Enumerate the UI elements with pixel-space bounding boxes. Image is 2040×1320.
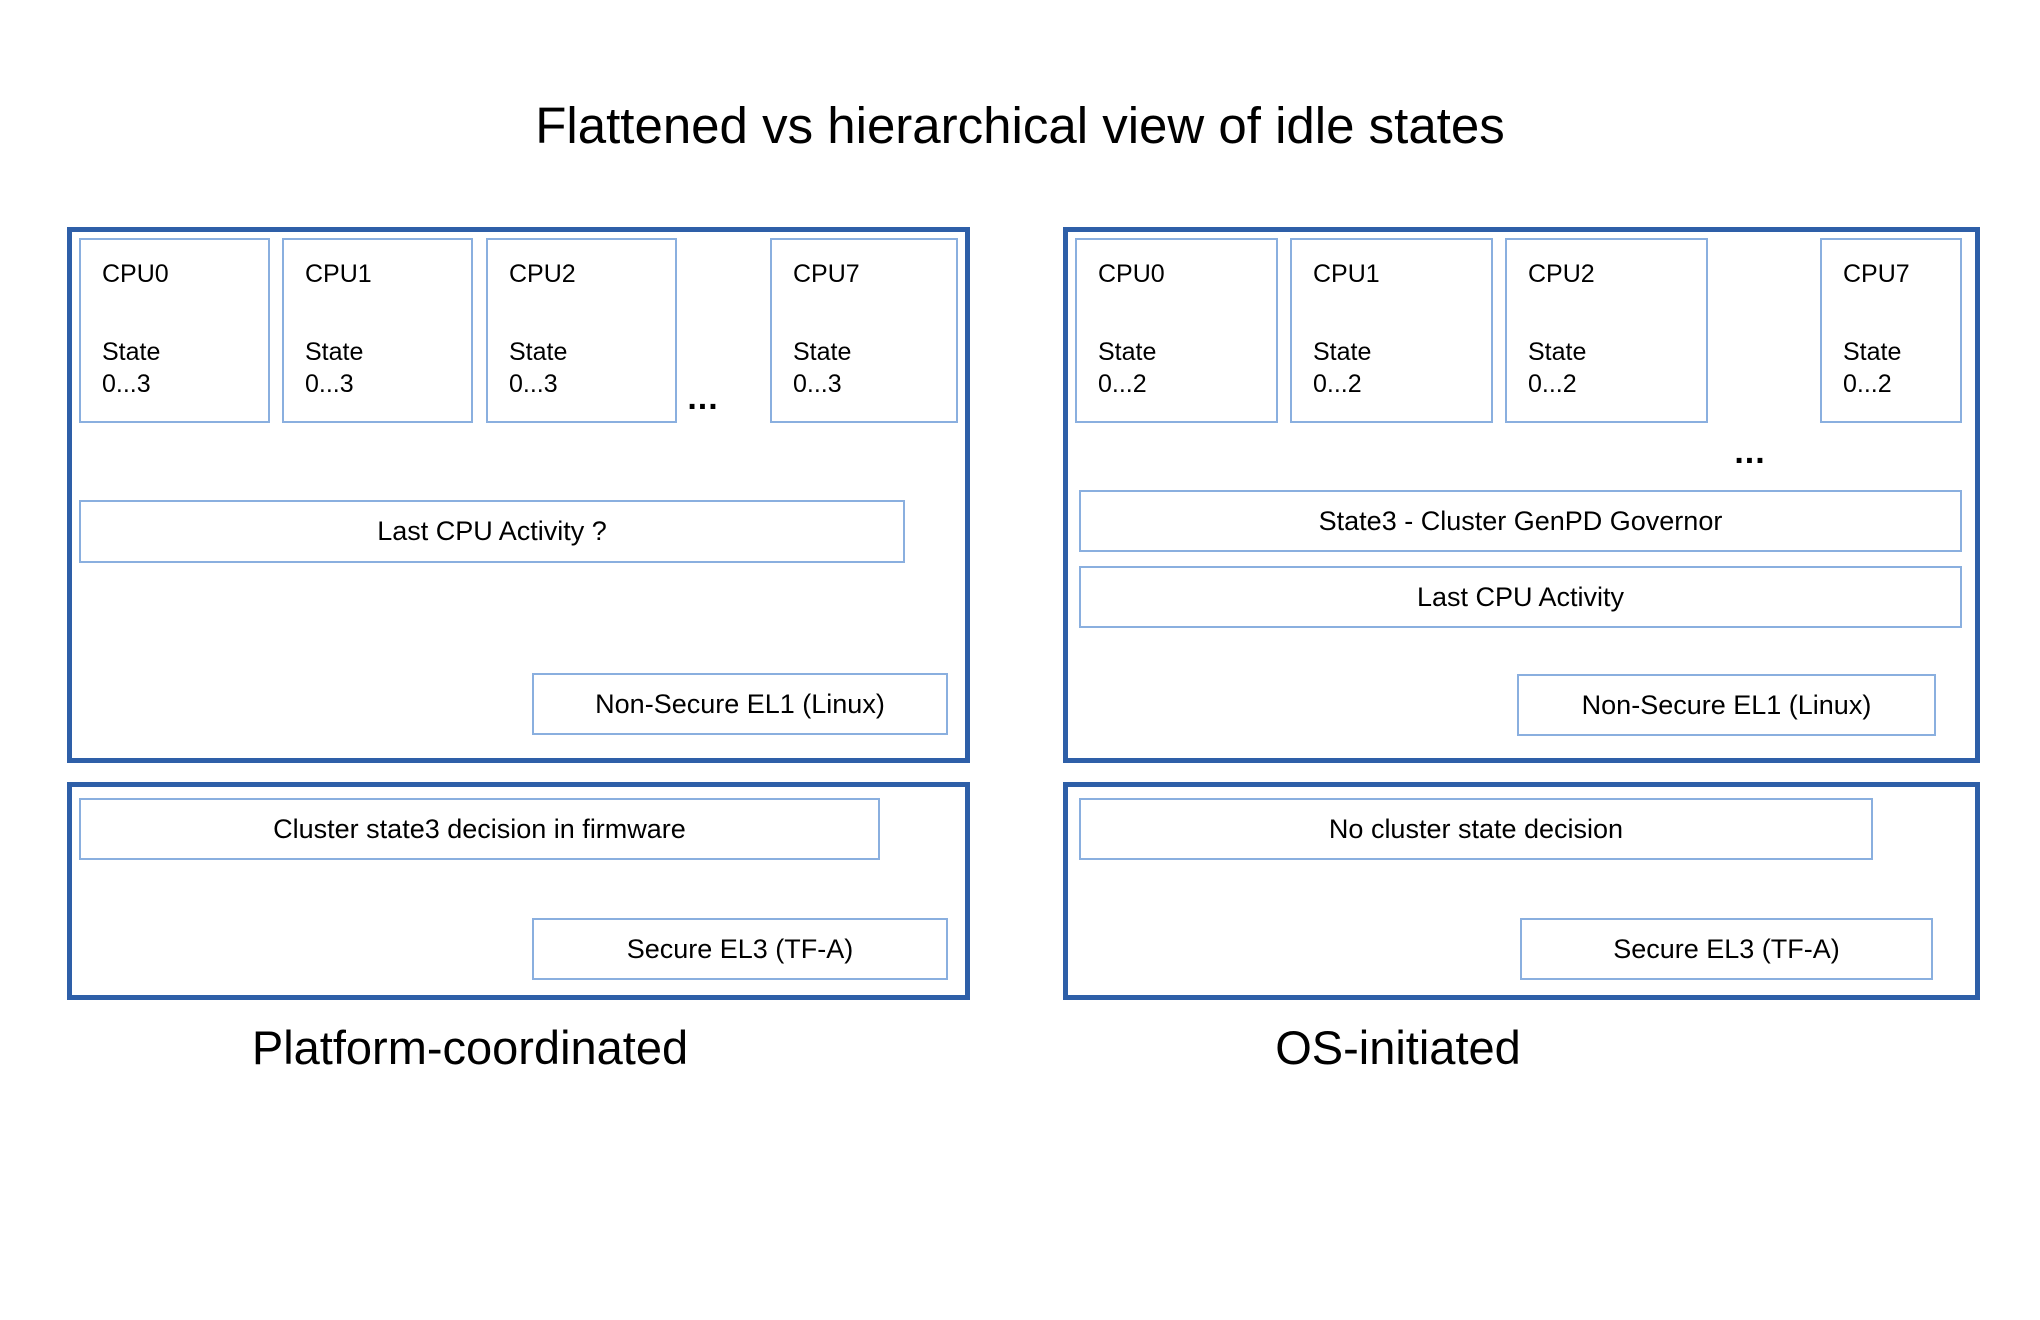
- left-cpu2-box: CPU2 State 0...3: [486, 238, 677, 423]
- left-cpu-ellipsis: ...: [687, 379, 719, 417]
- right-nonsecure-el1-box: Non-Secure EL1 (Linux): [1517, 674, 1936, 736]
- right-cpu-ellipsis: ...: [1734, 433, 1766, 471]
- left-last-cpu-activity-box: Last CPU Activity ?: [79, 500, 905, 563]
- left-secure-el3-box: Secure EL3 (TF-A): [532, 918, 948, 980]
- right-panel-label: OS-initiated: [1275, 1021, 1521, 1074]
- cpu-name: CPU1: [305, 260, 372, 288]
- left-cpu0-box: CPU0 State 0...3: [79, 238, 270, 423]
- right-cluster-decision-box: No cluster state decision: [1079, 798, 1873, 860]
- cpu-state-range: State 0...3: [102, 338, 161, 398]
- cpu-state-range: State 0...2: [1313, 338, 1372, 398]
- left-panel-label: Platform-coordinated: [251, 1021, 689, 1074]
- cpu-name: CPU2: [1528, 260, 1595, 288]
- cpu-state-range: State 0...2: [1098, 338, 1157, 398]
- cpu-name: CPU7: [1843, 260, 1910, 288]
- right-cpu7-box: CPU7 State 0...2: [1820, 238, 1962, 423]
- cpu-state-range: State 0...2: [1843, 338, 1902, 398]
- cpu-state-range: State 0...3: [509, 338, 568, 398]
- slide-title: Flattened vs hierarchical view of idle s…: [535, 97, 1505, 154]
- right-cpu2-box: CPU2 State 0...2: [1505, 238, 1708, 423]
- cpu-name: CPU2: [509, 260, 576, 288]
- left-nonsecure-el1-box: Non-Secure EL1 (Linux): [532, 673, 948, 735]
- right-genpd-governor-box: State3 - Cluster GenPD Governor: [1079, 490, 1962, 552]
- right-cpu0-box: CPU0 State 0...2: [1075, 238, 1278, 423]
- cpu-state-range: State 0...2: [1528, 338, 1587, 398]
- left-cpu7-box: CPU7 State 0...3: [770, 238, 958, 423]
- cpu-name: CPU1: [1313, 260, 1380, 288]
- cpu-state-range: State 0...3: [305, 338, 364, 398]
- cpu-name: CPU7: [793, 260, 860, 288]
- cpu-name: CPU0: [102, 260, 169, 288]
- right-secure-el3-box: Secure EL3 (TF-A): [1520, 918, 1933, 980]
- right-cpu1-box: CPU1 State 0...2: [1290, 238, 1493, 423]
- left-cluster-decision-box: Cluster state3 decision in firmware: [79, 798, 880, 860]
- left-cpu1-box: CPU1 State 0...3: [282, 238, 473, 423]
- right-last-cpu-activity-box: Last CPU Activity: [1079, 566, 1962, 628]
- cpu-name: CPU0: [1098, 260, 1165, 288]
- cpu-state-range: State 0...3: [793, 338, 852, 398]
